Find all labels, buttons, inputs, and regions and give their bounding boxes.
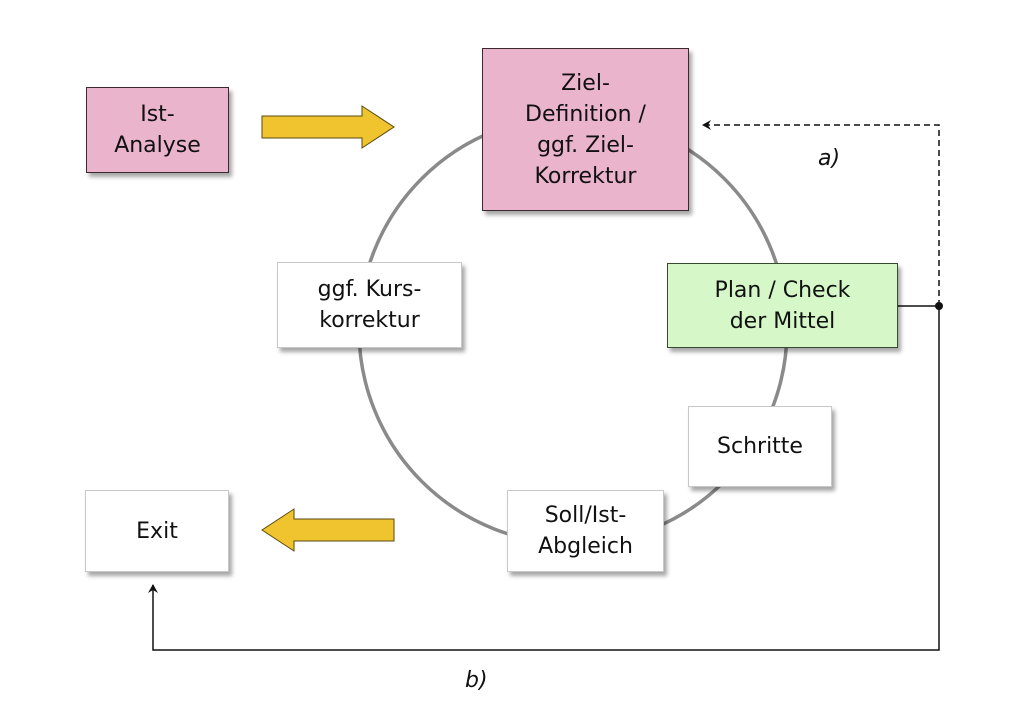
node-soll-ist-label: Soll/Ist- Abgleich — [538, 503, 633, 559]
node-kurskorrektur[interactable]: ggf. Kurs- korrektur — [277, 262, 462, 348]
block-arrow-right — [261, 105, 395, 149]
block-arrow-left — [261, 508, 395, 552]
node-ist-analyse[interactable]: Ist- Analyse — [86, 87, 229, 173]
edge-label-a: a) — [818, 146, 841, 171]
node-soll-ist-abgleich[interactable]: Soll/Ist- Abgleich — [507, 490, 664, 572]
node-schritte-label: Schritte — [717, 434, 803, 459]
dashed-feedback-line — [702, 120, 940, 306]
node-ist-analyse-label: Ist- Analyse — [114, 102, 201, 158]
node-kurskorrektur-label: ggf. Kurs- korrektur — [317, 277, 422, 333]
exit-line — [148, 306, 940, 651]
edge-label-b: b) — [465, 668, 488, 693]
node-ziel-definition-label: Ziel- Definition / ggf. Ziel- Korrektur — [525, 70, 646, 189]
node-plan-check-label: Plan / Check der Mittel — [714, 277, 851, 334]
node-ziel-definition[interactable]: Ziel- Definition / ggf. Ziel- Korrektur — [482, 48, 689, 211]
node-schritte[interactable]: Schritte — [688, 406, 832, 487]
node-exit-label: Exit — [136, 518, 178, 544]
node-plan-check[interactable]: Plan / Check der Mittel — [667, 263, 898, 348]
node-exit[interactable]: Exit — [85, 490, 229, 572]
